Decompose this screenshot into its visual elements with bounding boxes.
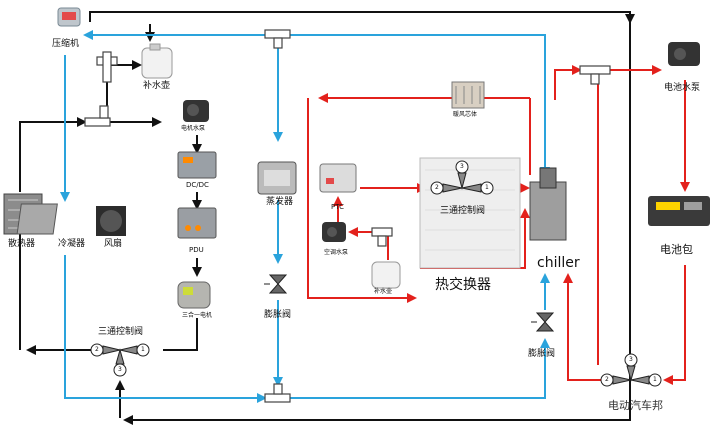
- water-tank-label: 补水壶: [143, 81, 171, 91]
- expansion-valve-right-icon: [531, 312, 555, 332]
- motor-pump-icon: [183, 100, 209, 122]
- condenser-icon: [16, 203, 58, 235]
- heater-core-icon: [451, 81, 485, 109]
- pdu-icon: [177, 207, 217, 239]
- pdu-label: PDU: [189, 246, 204, 254]
- expansion-valve-left-label: 膨胀阀: [264, 310, 292, 320]
- valve-right-port-3: 3: [629, 356, 633, 363]
- battery-pump-label: 电池水泵: [664, 83, 701, 93]
- water-tank-icon: [141, 43, 173, 79]
- heat-exchanger-label: 热交换器: [435, 277, 491, 293]
- heat-exchanger-icon: [419, 157, 521, 269]
- ac-pump-icon: [322, 222, 346, 242]
- ptc-icon: [319, 163, 357, 193]
- tee-fittings: [84, 29, 611, 403]
- three-way-valve-left: [90, 343, 150, 377]
- fan-icon: [96, 206, 126, 236]
- heater-core-label: 暖风芯体: [453, 111, 478, 118]
- evaporator-label: 蒸发器: [266, 197, 294, 207]
- ac-pump-label: 空调水泵: [324, 249, 349, 256]
- three-in-one-motor-label: 三合一电机: [182, 312, 213, 319]
- chiller-icon: [529, 167, 567, 241]
- water-tank-2-icon: [371, 261, 401, 289]
- battery-pack-label: 电池包: [660, 243, 693, 256]
- valve-left-label: 三通控制阀: [98, 327, 144, 337]
- valve-right-port-1: 1: [653, 376, 657, 383]
- valve-mid-label: 三通控制阀: [440, 206, 486, 216]
- three-way-valve-mid: [430, 160, 494, 195]
- expansion-valve-right-label: 膨胀阀: [528, 349, 556, 359]
- valve-left-port-1: 1: [141, 346, 145, 353]
- battery-pump-icon: [668, 42, 700, 66]
- compressor-label: 压缩机: [52, 39, 80, 49]
- expansion-valve-left-icon: [264, 274, 288, 294]
- radiator-label: 散热器: [8, 239, 36, 249]
- valve-left-port-2: 2: [95, 346, 99, 353]
- three-way-valve-right: [600, 353, 662, 387]
- chiller-label: chiller: [537, 255, 580, 271]
- valve-mid-port-1: 1: [485, 184, 489, 191]
- three-in-one-motor-icon: [177, 281, 211, 309]
- water-tank-2-label: 补水壶: [374, 288, 393, 295]
- dcdc-label: DC/DC: [186, 181, 209, 189]
- condenser-label: 冷凝器: [58, 239, 86, 249]
- valve-left-port-3: 3: [118, 366, 122, 373]
- motor-pump-label: 电机水泵: [181, 125, 206, 132]
- valve-mid-port-3: 3: [460, 163, 464, 170]
- fan-label: 风扇: [104, 239, 123, 249]
- compressor-icon: [57, 7, 81, 27]
- evaporator-icon: [257, 161, 297, 195]
- blue-refrigerant-loop: [60, 30, 550, 403]
- valve-mid-port-2: 2: [435, 184, 439, 191]
- dcdc-icon: [177, 151, 217, 179]
- battery-pack-icon: [648, 196, 710, 226]
- ptc-label: PTC: [331, 203, 344, 211]
- valve-right-port-2: 2: [605, 376, 609, 383]
- watermark: 电动汽车邦: [608, 399, 663, 412]
